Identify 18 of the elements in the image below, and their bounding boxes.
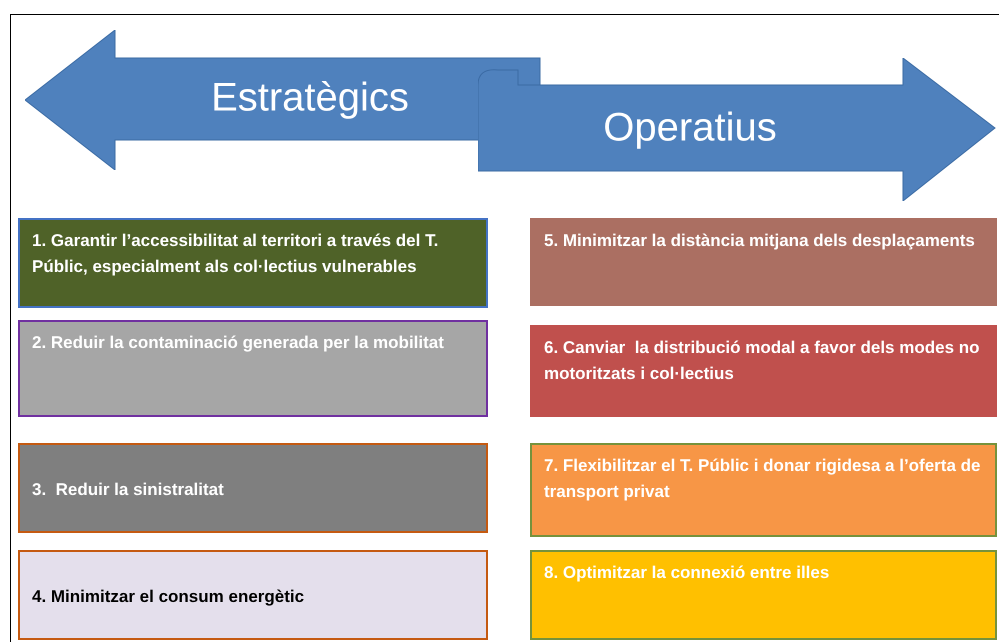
arrow-label: Estratègics — [211, 76, 409, 120]
objective-text: 1. Garantir l’accessibilitat al territori a través del T. Públic, especialment als col·lectius vulnerables — [32, 230, 440, 278]
objective-text: 7. Flexibilitzar el T. Públic i donar rigidesa a l’oferta de transport privat — [544, 455, 982, 503]
objective-text: 5. Minimitzar la distància mitjana dels desplaçaments — [544, 230, 975, 252]
objective-text: 4. Minimitzar el consum energètic — [32, 586, 304, 608]
objective-box — [18, 443, 488, 533]
objective-box — [530, 443, 997, 537]
objective-text: 6. Canviar la distribució modal a favor dels modes no motoritzats i col·lectius — [544, 337, 981, 385]
arrow-label: Operatius — [603, 106, 777, 150]
objective-text: 2. Reduir la contaminació generada per la mobilitat — [32, 332, 444, 354]
objective-text: 8. Optimitzar la connexió entre illes — [544, 562, 830, 584]
objective-box — [530, 325, 997, 417]
objective-box — [18, 550, 488, 640]
objective-box — [18, 218, 488, 308]
objective-box — [18, 320, 488, 417]
objective-box — [530, 550, 997, 640]
objective-box — [530, 218, 997, 306]
objective-text: 3. Reduir la sinistralitat — [32, 479, 224, 501]
